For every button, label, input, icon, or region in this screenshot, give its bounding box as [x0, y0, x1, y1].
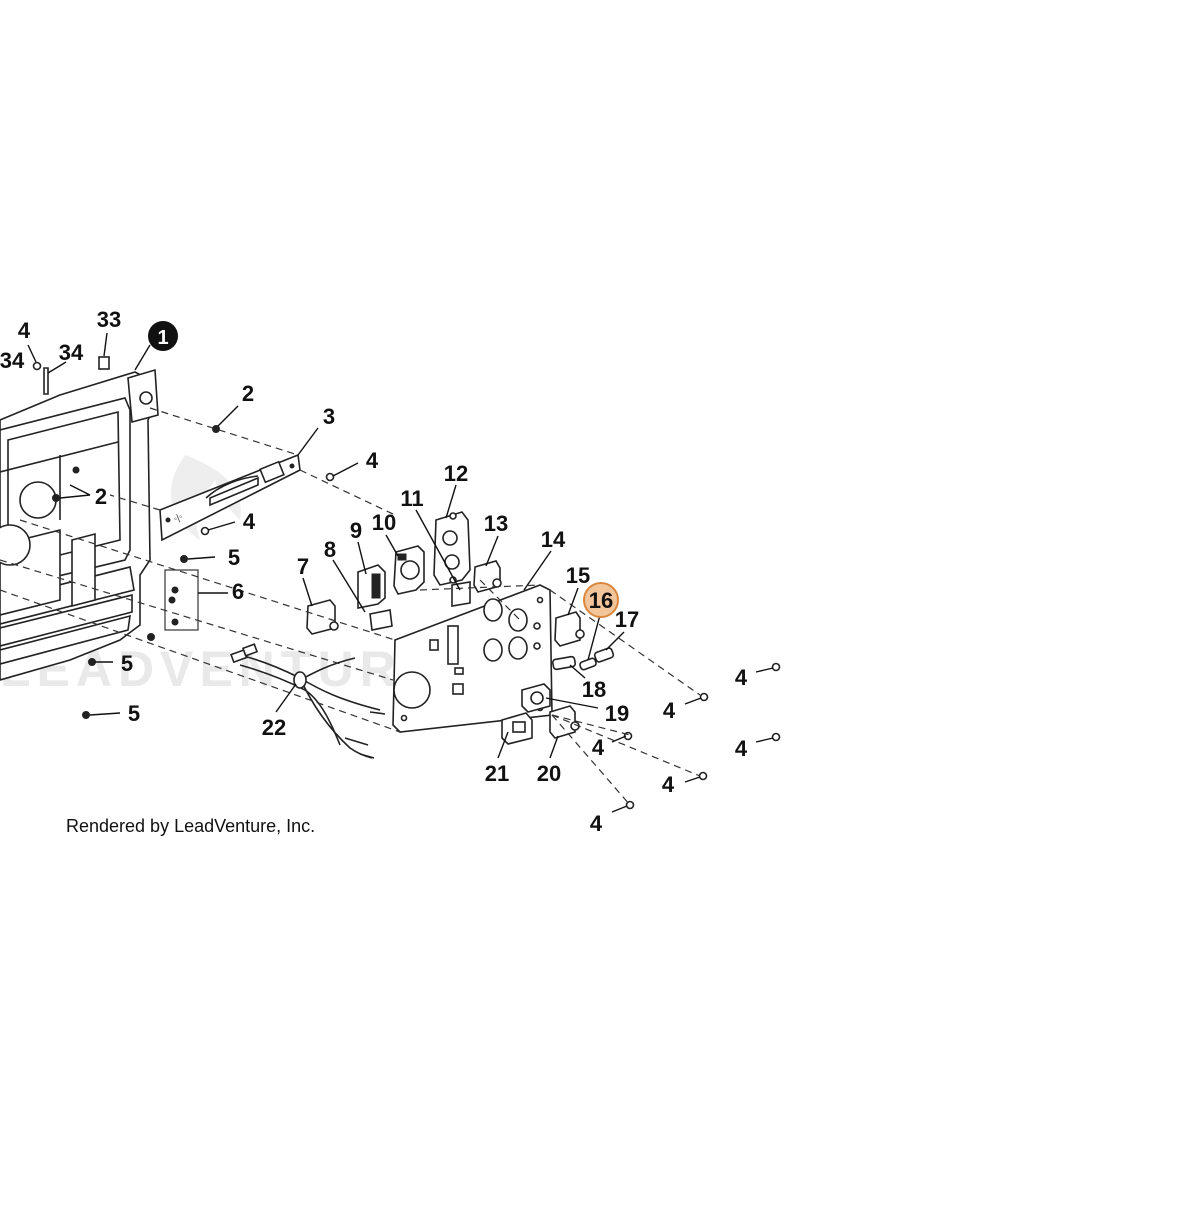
breaker-13 [473, 560, 502, 593]
label-5: 5 [128, 701, 140, 726]
label-5: 5 [121, 651, 133, 676]
screws [52, 425, 781, 810]
label-33: 33 [97, 307, 121, 332]
label-11: 11 [400, 486, 423, 511]
label-8: 8 [324, 537, 336, 562]
label-3: 3 [323, 404, 335, 429]
label-13: 13 [484, 511, 508, 536]
callout-1-number: 1 [157, 327, 168, 349]
breaker-10 [393, 545, 425, 595]
label-5: 5 [228, 545, 240, 570]
highlight-16-marker[interactable] [583, 582, 619, 618]
label-12: 12 [444, 461, 468, 486]
control-plate-14 [392, 584, 553, 733]
rocker-8 [369, 609, 393, 631]
receptacle-21 [501, 712, 533, 745]
cap-16 [579, 657, 597, 671]
alignment-lines [0, 407, 701, 806]
label-9: 9 [350, 518, 362, 543]
label-14: 14 [541, 527, 566, 552]
label-19: 19 [605, 701, 629, 726]
breaker-15 [554, 611, 585, 647]
label-22: 22 [262, 715, 286, 740]
receptacle-19 [521, 683, 551, 713]
label-4: 4 [18, 318, 31, 343]
label-18: 18 [582, 677, 606, 702]
outlet-12 [433, 511, 471, 586]
switch-9 [357, 564, 386, 609]
svg-text:◦|◦: ◦|◦ [172, 511, 184, 524]
label-16-highlighted[interactable]: 16 [589, 588, 613, 613]
bracket-11 [451, 581, 471, 607]
label-4: 4 [735, 736, 748, 761]
label-7: 7 [297, 554, 309, 579]
breaker-7 [306, 599, 339, 635]
connector-18 [551, 655, 577, 671]
rod-34 [43, 367, 49, 395]
label-4: 4 [735, 665, 748, 690]
callout-1-marker [148, 321, 178, 351]
label-15: 15 [566, 563, 590, 588]
housing-frame [0, 368, 159, 681]
label-4: 4 [662, 772, 675, 797]
screw-group-box-6 [164, 569, 199, 631]
label-4: 4 [592, 735, 605, 760]
label-2: 2 [242, 381, 254, 406]
leader-lines [27, 332, 774, 813]
label-2: 2 [95, 484, 107, 509]
wire-harness-22 [230, 643, 386, 759]
fuse-holder-17 [593, 647, 615, 663]
breaker-20 [549, 705, 580, 739]
label-4: 4 [366, 448, 379, 473]
label-4: 4 [590, 811, 603, 836]
screw-4-top [32, 361, 42, 371]
label-20: 20 [537, 761, 561, 786]
label-6: 6 [232, 579, 244, 604]
label-10: 10 [372, 510, 396, 535]
label-34: 34 [59, 340, 84, 365]
clip-33 [98, 356, 110, 370]
label-4: 4 [663, 698, 676, 723]
label-17: 17 [615, 607, 639, 632]
credit-text: Rendered by LeadVenture, Inc. [66, 816, 315, 836]
label-21: 21 [485, 761, 509, 786]
label-4: 4 [243, 509, 256, 534]
label-34: 34 [0, 348, 25, 373]
